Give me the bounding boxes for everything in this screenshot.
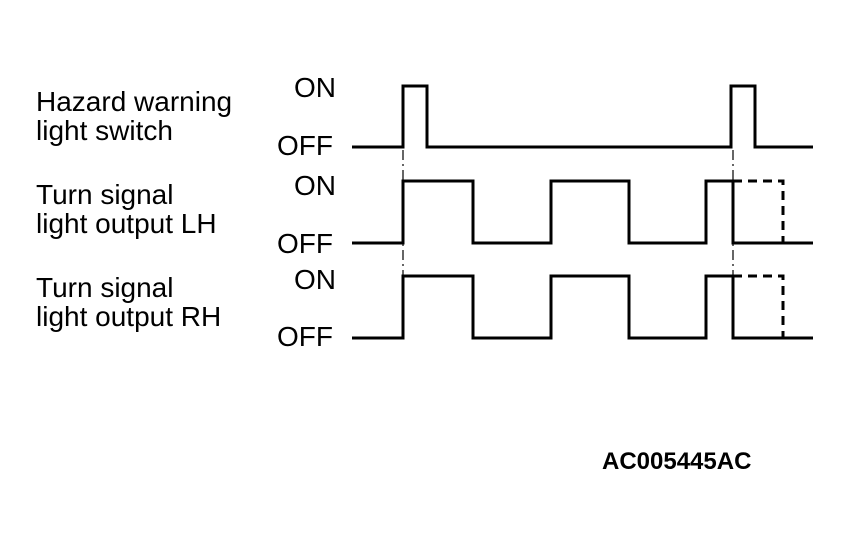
signal-name-lh-line1: Turn signal: [36, 179, 174, 210]
figure-id: AC005445AC: [602, 448, 752, 475]
state-off-rh: OFF: [277, 321, 333, 352]
waveform-hazard-switch: [352, 84, 813, 149]
state-on-rh: ON: [294, 264, 336, 295]
signal-name-lh-line2: light output LH: [36, 208, 217, 239]
waveform-rh-dashed: [733, 274, 785, 338]
state-off-lh: OFF: [277, 228, 333, 259]
signal-name-hazard-line1: Hazard warning: [36, 86, 233, 117]
state-off-hazard: OFF: [277, 130, 333, 161]
waveform-lh-dashed: [733, 179, 785, 243]
waveform-rh-output: [352, 274, 813, 340]
waveform-lh-output: [352, 179, 813, 245]
signal-name-hazard-line2: light switch: [36, 115, 173, 146]
signal-name-rh-line1: Turn signal: [36, 272, 174, 303]
state-on-lh: ON: [294, 170, 336, 201]
state-on-hazard: ON: [294, 72, 336, 103]
signal-name-rh-line2: light output RH: [36, 301, 222, 332]
